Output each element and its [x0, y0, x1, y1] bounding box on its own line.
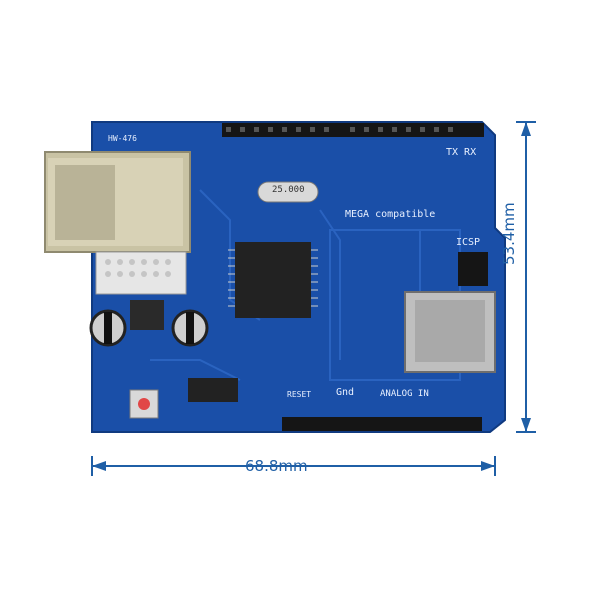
arrow-left-icon	[92, 461, 106, 471]
tx-rx-label: TX RX	[446, 147, 477, 158]
arrow-down-icon	[521, 418, 531, 432]
capacitor-right	[171, 309, 209, 347]
crystal-label: 25.000	[272, 185, 305, 195]
mega-compatible-label: MEGA compatible	[345, 209, 436, 220]
icsp-header	[458, 252, 488, 286]
reset-label: RESET	[287, 390, 312, 399]
arrow-up-icon	[521, 122, 531, 136]
voltage-regulator	[130, 300, 164, 330]
height-dimension-label: 53.4mm	[500, 202, 518, 265]
pcb-traces	[150, 189, 461, 381]
w5100-chip	[235, 242, 311, 318]
shield-can	[95, 251, 187, 295]
capacitor-left	[89, 309, 127, 347]
width-dimension-label: 68.8mm	[245, 457, 308, 475]
soic-chip	[188, 378, 238, 402]
bottom-header	[282, 417, 482, 431]
arrow-right-icon	[481, 461, 495, 471]
icsp-label: ICSP	[456, 237, 481, 248]
analog-in-label: ANALOG IN	[380, 389, 429, 399]
crystal	[257, 181, 319, 203]
model-label: HW-476	[108, 134, 137, 143]
gnd-label: Gnd	[336, 387, 355, 398]
